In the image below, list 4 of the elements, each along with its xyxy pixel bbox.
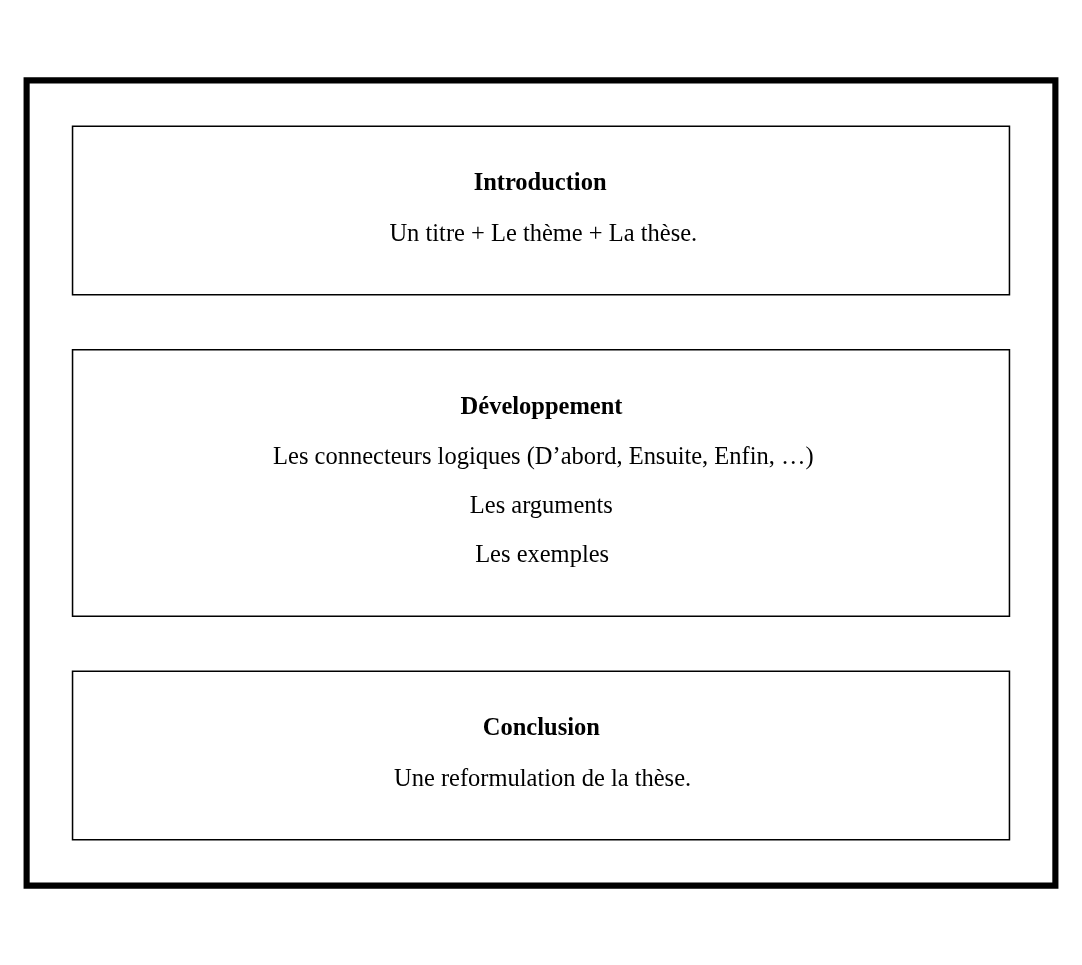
- node-box: Introduction Un titre + Le thème + La thèse.: [71, 125, 1011, 295]
- node-box: Développement Les connecteurs logiques (D’abord, Ensuite, Enfin, …) Les arguments Les exemples: [71, 348, 1011, 617]
- cluster: [23, 76, 1059, 889]
- node-box: Conclusion Une reformulation de la thèse.: [71, 670, 1011, 840]
